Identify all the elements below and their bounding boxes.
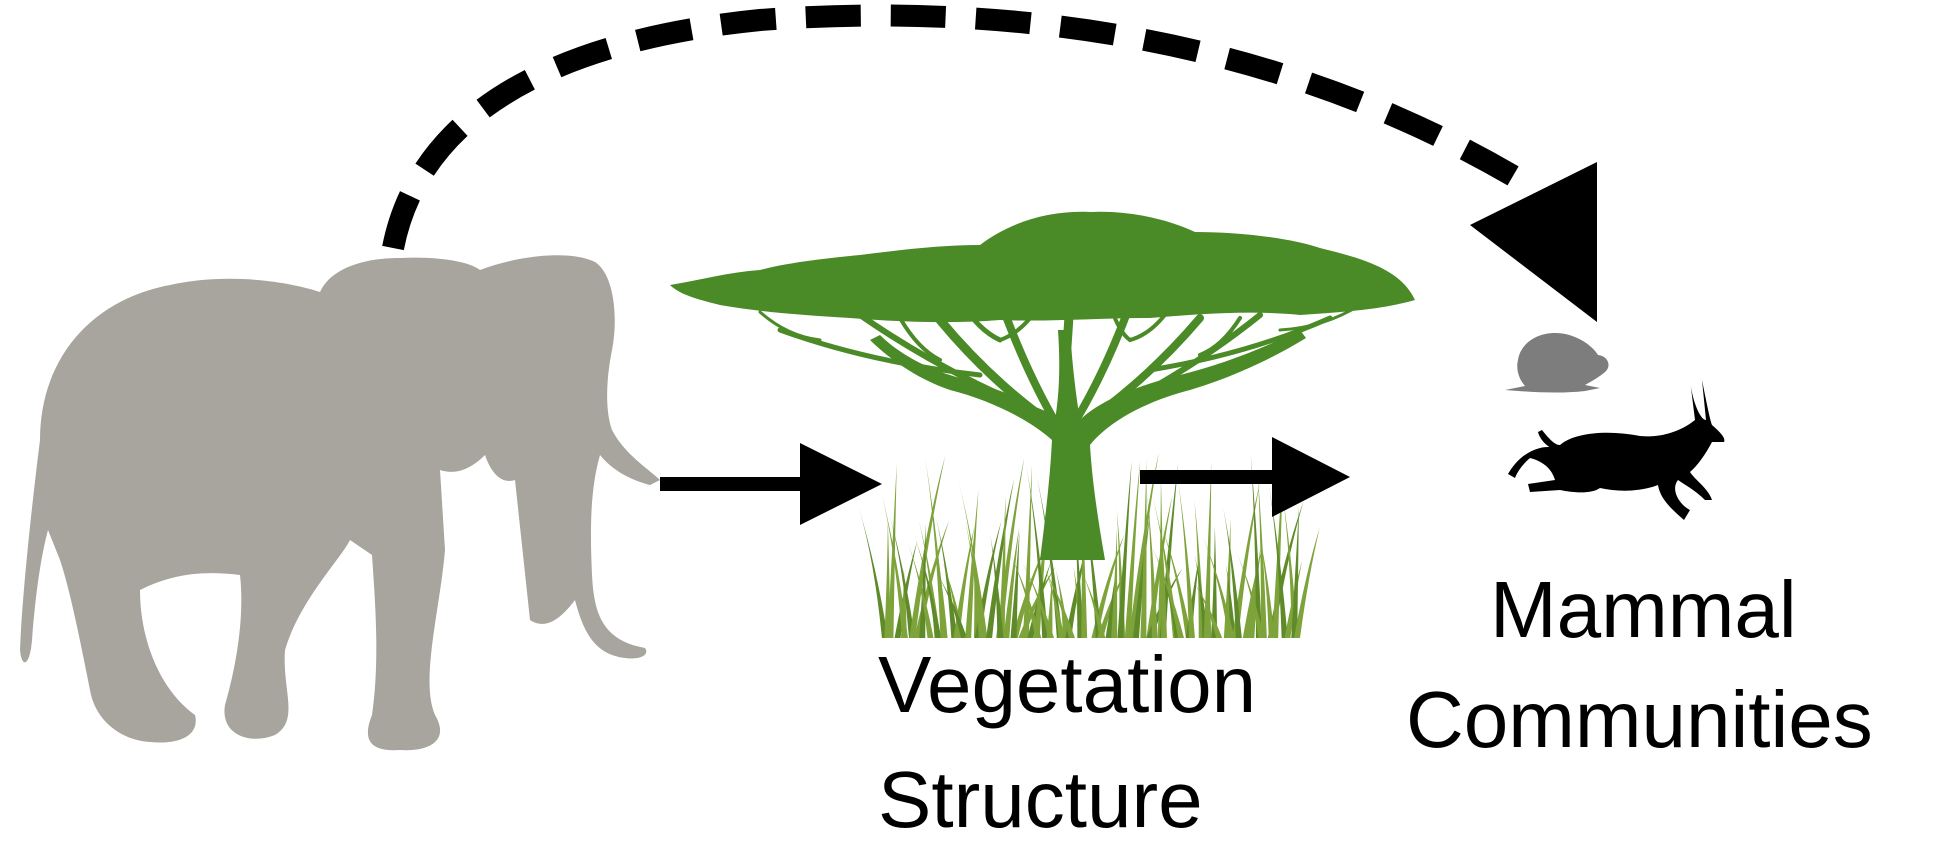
mammal-communities-label-line2: Communities: [1406, 680, 1873, 760]
grass-blade: [887, 464, 896, 638]
antelope-silhouette-icon: [1508, 380, 1724, 520]
rodent-silhouette-icon: [1505, 333, 1609, 393]
indirect-effect-dashed-arrow: [393, 15, 1520, 248]
mammal-communities-label-line1: Mammal: [1490, 570, 1797, 650]
indirect-effect-arrowhead: [1470, 162, 1597, 322]
vegetation-structure-label-line1: Vegetation: [878, 645, 1256, 725]
elephant-to-vegetation-arrowhead: [800, 443, 882, 525]
grass-blade: [858, 505, 888, 638]
elephant-silhouette-icon: [20, 255, 660, 750]
grass-blade: [1147, 493, 1158, 638]
vegetation-to-mammals-arrowhead: [1272, 437, 1350, 517]
vegetation-structure-label-line2: Structure: [878, 760, 1203, 840]
acacia-tree-icon: [670, 212, 1415, 560]
